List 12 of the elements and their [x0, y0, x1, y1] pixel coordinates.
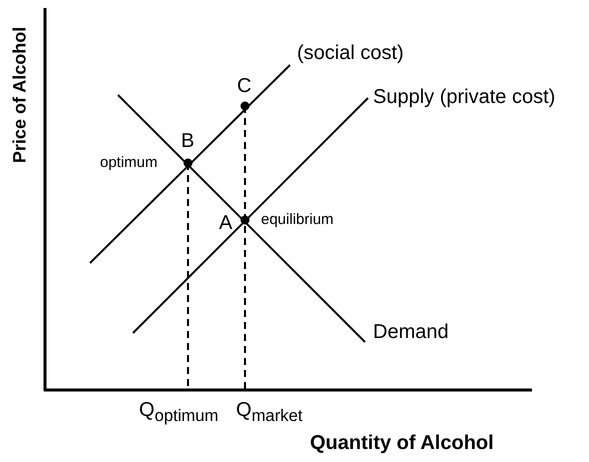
axis-title: Quantity of Alcohol: [310, 432, 494, 454]
point-caption: optimum: [100, 155, 158, 172]
curve-label: Demand: [373, 321, 449, 343]
point-caption: equilibrium: [261, 212, 334, 228]
axis-tick-label: Q$_{optimum}$: [139, 399, 218, 426]
curve-label: (social cost): [297, 42, 404, 64]
curve-label: Supply (private cost): [373, 86, 556, 108]
axis-title: Price of Alcohol: [10, 26, 30, 164]
axis-tick-label: Q$_{market}$: [236, 399, 302, 426]
point-label: A: [219, 212, 232, 234]
point-label: B: [181, 130, 194, 152]
point-label: C: [237, 75, 252, 97]
